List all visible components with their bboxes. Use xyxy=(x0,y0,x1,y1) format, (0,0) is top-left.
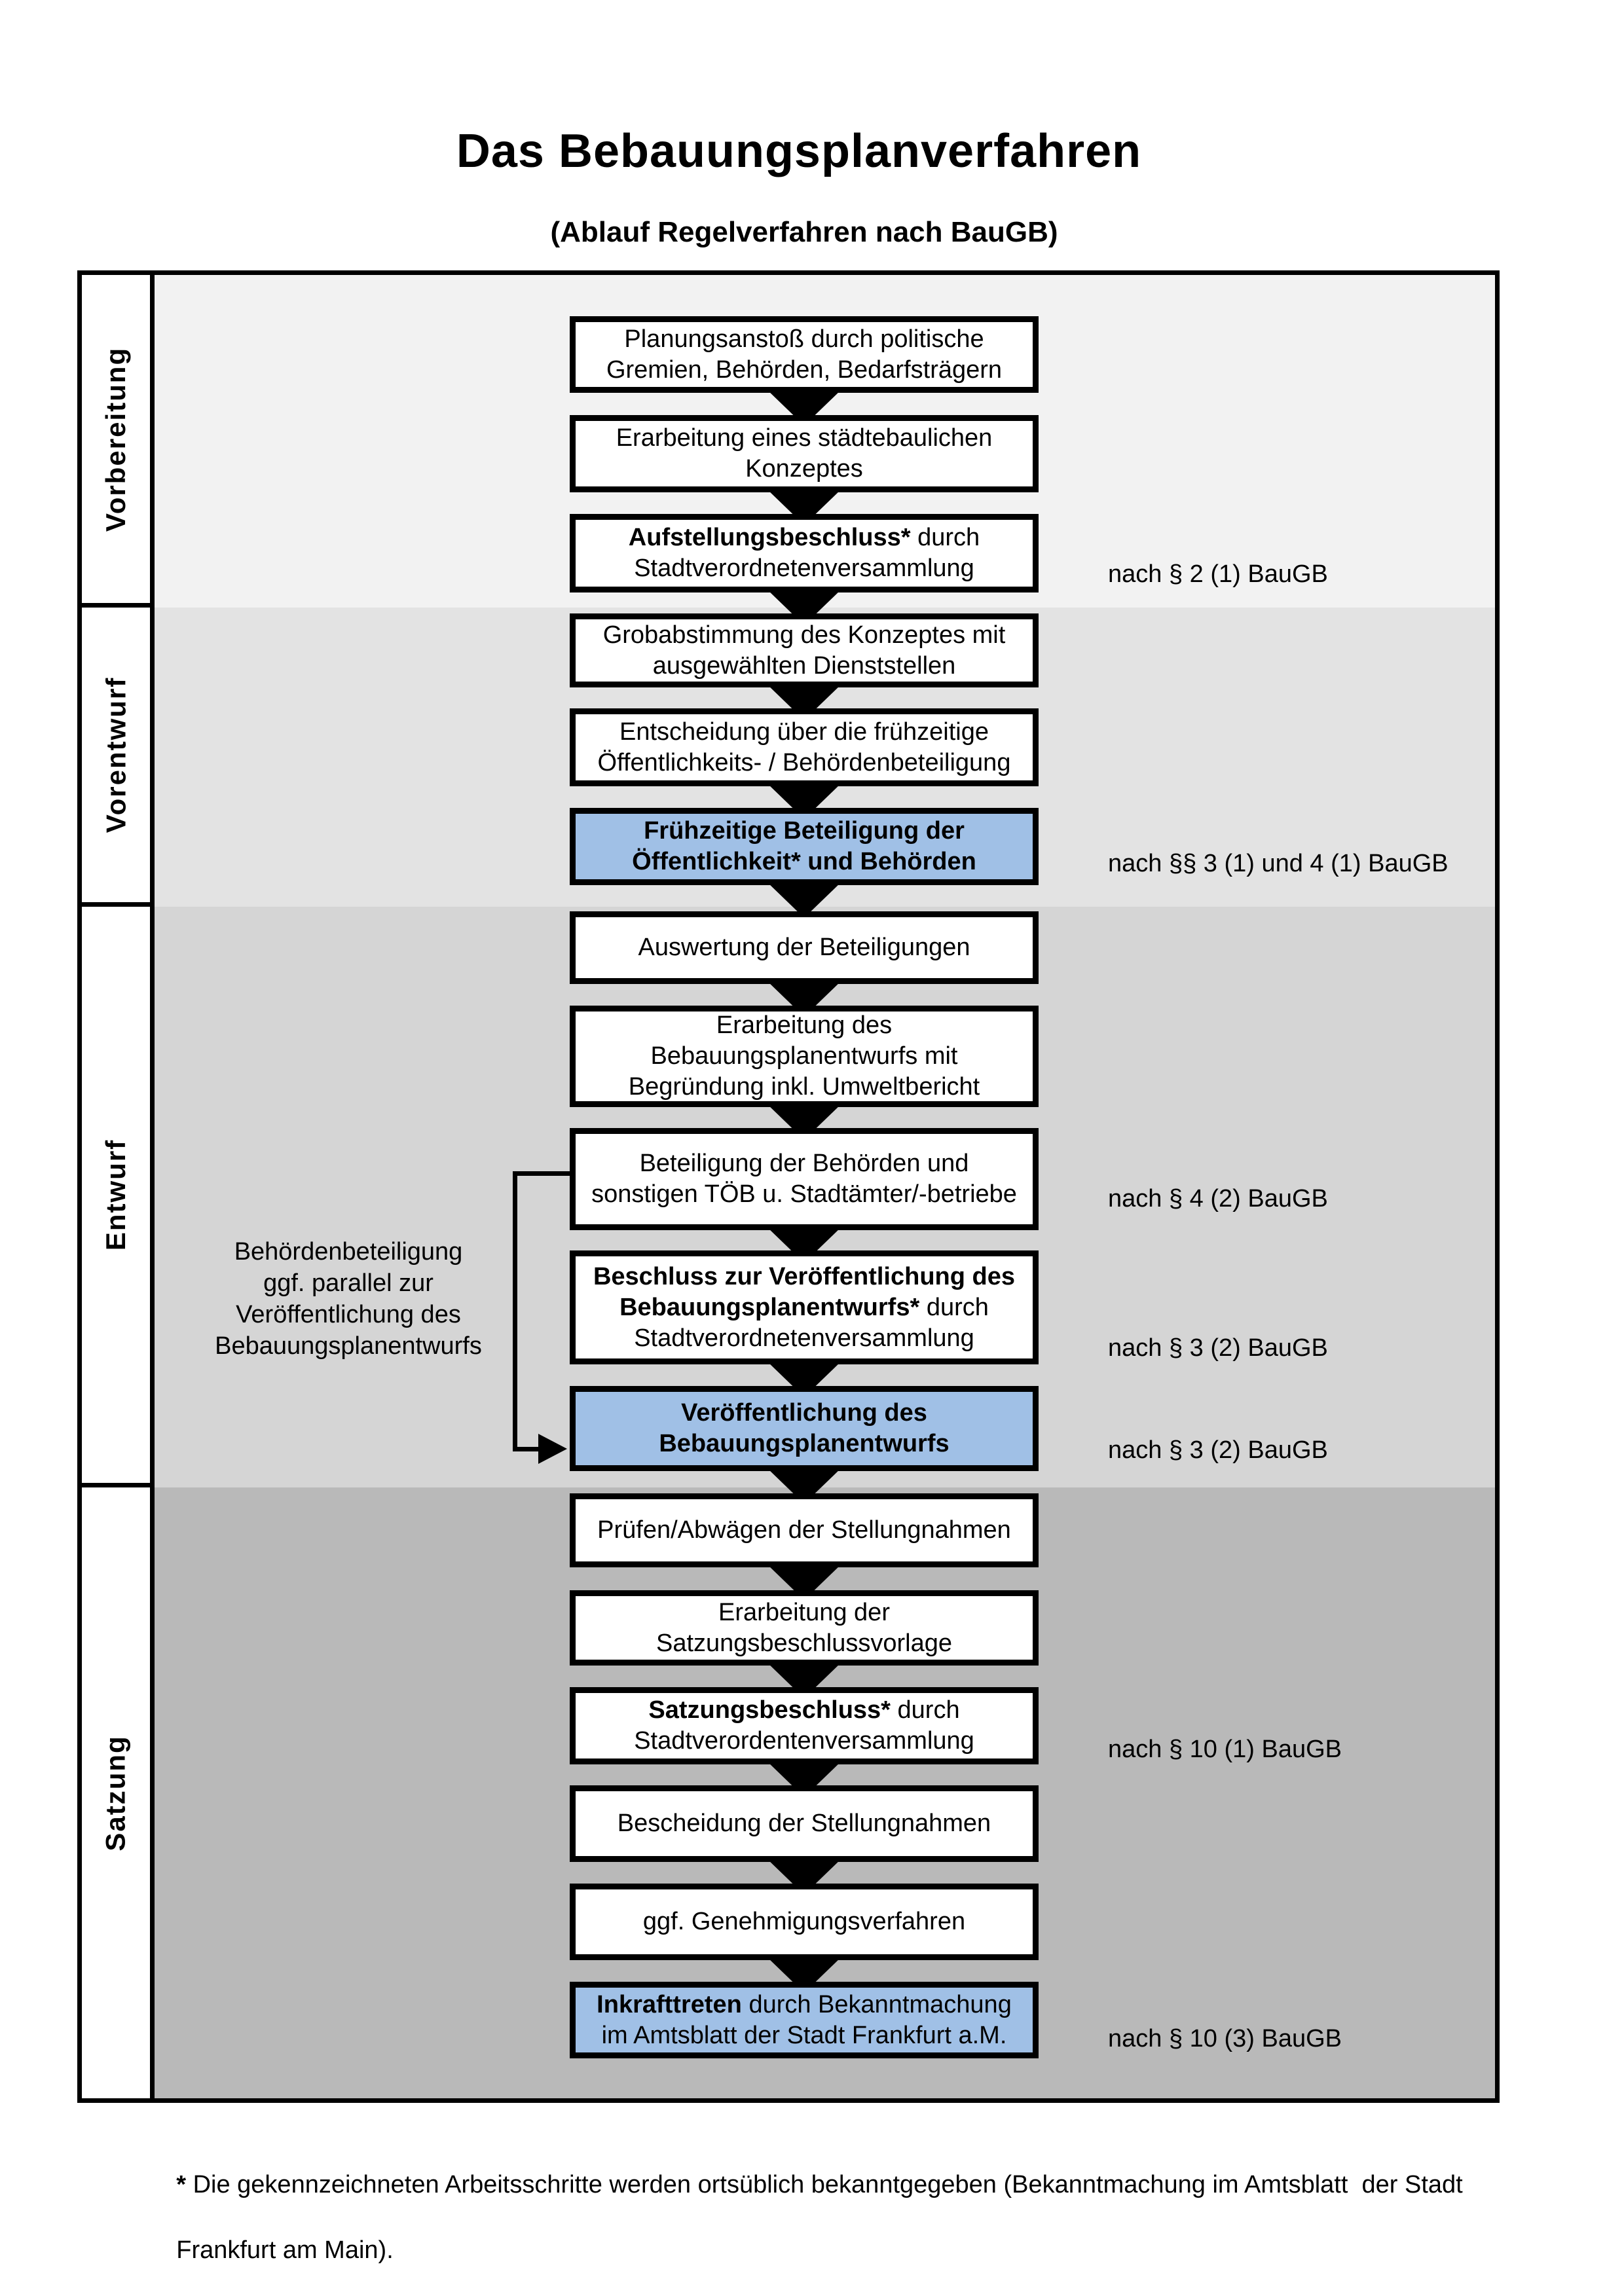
box-line: Veröffentlichung des xyxy=(681,1399,927,1427)
box-line: Prüfen/Abwägen der Stellungnahmen xyxy=(597,1516,1011,1544)
footnote-text: Die gekennzeichneten Arbeitsschritte wer… xyxy=(186,2171,1463,2198)
box-line: Öffentlichkeits- / Behördenbeteiligung xyxy=(597,748,1011,776)
flow-box-inkrafttreten: Inkrafttreten durch Bekanntmachung im Am… xyxy=(570,1982,1039,2058)
flow-box-behoerdenbeteiligung-toeb: Beteiligung der Behörden und sonstigen T… xyxy=(570,1128,1039,1230)
law-reference: nach § 3 (2) BauGB xyxy=(1108,1436,1328,1464)
box-line: ausgewählten Dienststellen xyxy=(652,651,956,680)
flow-box-veroeffentlichung-entwurf: Veröffentlichung des Bebauungsplanentwur… xyxy=(570,1386,1039,1471)
bold-run: Inkrafttreten xyxy=(597,1990,742,2018)
side-note-line: ggf. parallel zur xyxy=(263,1269,434,1297)
flow-box-grobabstimmung: Grobabstimmung des Konzeptes mit ausgewä… xyxy=(570,613,1039,687)
text-run: durch xyxy=(919,1293,989,1321)
text-run: durch Bekanntmachung xyxy=(741,1990,1012,2018)
box-line: Stadtverordnetenversammlung xyxy=(634,555,974,582)
bracket-line-bottom xyxy=(513,1447,543,1451)
bold-run: Beschluss zur Veröffentlichung des xyxy=(593,1262,1016,1290)
flow-box-entscheidung-fruehzeitige-beteiligung: Entscheidung über die frühzeitige Öffent… xyxy=(570,708,1039,786)
box-line: Öffentlichkeit* und Behörden xyxy=(632,848,976,875)
box-line: im Amtsblatt der Stadt Frankfurt a.M. xyxy=(601,2021,1007,2049)
box-line: Auswertung der Beteiligungen xyxy=(638,934,970,961)
flow-box-fruehzeitige-beteiligung: Frühzeitige Beteiligung der Öffentlichke… xyxy=(570,808,1039,885)
phase-cell-satzung: Satzung xyxy=(82,1487,150,2098)
side-note-line: Bebauungsplanentwurfs xyxy=(215,1332,482,1360)
diagram-frame: Vorbereitung Vorentwurf Entwurf Satzung … xyxy=(77,270,1500,2103)
law-reference: nach § 4 (2) BauGB xyxy=(1108,1185,1328,1212)
law-reference: nach §§ 3 (1) und 4 (1) BauGB xyxy=(1108,850,1449,877)
box-line: Gremien, Behörden, Bedarfsträgern xyxy=(606,355,1003,384)
box-line: Erarbeitung des xyxy=(716,1011,893,1039)
side-note-line: Veröffentlichung des xyxy=(236,1301,461,1328)
flow-box-staedtebauliches-konzept: Erarbeitung eines städtebaulichen Konzep… xyxy=(570,415,1039,492)
flow-box-aufstellungsbeschluss: Aufstellungsbeschluss* durch Stadtverord… xyxy=(570,514,1039,592)
phase-label-column: Vorbereitung Vorentwurf Entwurf Satzung xyxy=(82,275,155,2098)
flow-box-satzungsbeschluss: Satzungsbeschluss* durch Stadtverordente… xyxy=(570,1687,1039,1764)
flow-box-erarbeitung-satzungsvorlage: Erarbeitung der Satzungsbeschlussvorlage xyxy=(570,1590,1039,1666)
box-line: Begründung inkl. Umweltbericht xyxy=(628,1073,980,1101)
box-line: Konzeptes xyxy=(745,455,863,483)
flow-box-pruefen-abwaegen: Prüfen/Abwägen der Stellungnahmen xyxy=(570,1493,1039,1567)
phase-cell-vorbereitung: Vorbereitung xyxy=(82,275,150,608)
flow-box-erarbeitung-bebauungsplanentwurf: Erarbeitung des Bebauungsplanentwurfs mi… xyxy=(570,1006,1039,1107)
page-subtitle: (Ablauf Regelverfahren nach BauGB) xyxy=(550,216,1058,248)
bold-run: Bebauungsplanentwurfs* xyxy=(619,1293,920,1321)
box-line: Grobabstimmung des Konzeptes mit xyxy=(602,621,1006,649)
box-line: Frühzeitige Beteiligung der xyxy=(644,817,965,845)
phase-label-entwurf: Entwurf xyxy=(100,1139,131,1251)
box-line: Stadtverordnetenversammlung xyxy=(634,1324,974,1352)
footnote: * Die gekennzeichneten Arbeitsschritte w… xyxy=(149,2136,1530,2296)
box-line: Bebauungsplanentwurfs* durch xyxy=(619,1292,989,1323)
box-line: Inkrafttreten durch Bekanntmachung xyxy=(597,1990,1012,2020)
box-line: Entscheidung über die frühzeitige xyxy=(619,718,989,746)
box-line: Erarbeitung eines städtebaulichen xyxy=(616,424,993,452)
phase-label-vorbereitung: Vorbereitung xyxy=(100,346,132,532)
phase-label-satzung: Satzung xyxy=(100,1734,132,1851)
box-line: ggf. Genehmigungsverfahren xyxy=(642,1908,966,1935)
text-run: durch xyxy=(910,524,980,551)
side-note: Behördenbeteiligung ggf. parallel zur Ve… xyxy=(188,1236,509,1362)
bold-run: Satzungsbeschluss* xyxy=(648,1696,891,1724)
phase-cell-entwurf: Entwurf xyxy=(82,907,150,1487)
law-reference: nach § 2 (1) BauGB xyxy=(1108,560,1328,588)
bold-run: Aufstellungsbeschluss* xyxy=(628,524,911,551)
box-line: Bebauungsplanentwurfs mit xyxy=(650,1042,958,1070)
box-line: Beteiligung der Behörden und xyxy=(639,1150,969,1177)
box-line: Erarbeitung der xyxy=(718,1598,890,1626)
text-run: durch xyxy=(890,1696,960,1724)
bracket-line-vertical xyxy=(513,1171,517,1451)
box-line: Bescheidung der Stellungnahmen xyxy=(617,1810,991,1837)
phase-cell-vorentwurf: Vorentwurf xyxy=(82,608,150,907)
bracket-line-top xyxy=(513,1171,570,1176)
flow-box-genehmigungsverfahren: ggf. Genehmigungsverfahren xyxy=(570,1884,1039,1960)
box-line: Planungsanstoß durch politische xyxy=(624,325,984,353)
box-line: sonstigen TÖB u. Stadtämter/-betriebe xyxy=(591,1180,1017,1208)
flow-box-auswertung-beteiligungen: Auswertung der Beteiligungen xyxy=(570,911,1039,984)
box-line: Satzungsbeschlussvorlage xyxy=(655,1629,953,1657)
footnote-text: Frankfurt am Main). xyxy=(176,2236,394,2264)
side-note-line: Behördenbeteiligung xyxy=(234,1238,463,1266)
law-reference: nach § 10 (1) BauGB xyxy=(1108,1736,1342,1763)
law-reference: nach § 3 (2) BauGB xyxy=(1108,1334,1328,1362)
law-reference: nach § 10 (3) BauGB xyxy=(1108,2025,1342,2052)
flow-box-bescheidung-stellungnahmen: Bescheidung der Stellungnahmen xyxy=(570,1785,1039,1862)
flow-box-planungsanstoss: Planungsanstoß durch politische Gremien,… xyxy=(570,316,1039,393)
flow-box-beschluss-veroeffentlichung: Beschluss zur Veröffentlichung des Bebau… xyxy=(570,1250,1039,1364)
box-line: Aufstellungsbeschluss* durch xyxy=(629,522,980,553)
box-line: Bebauungsplanentwurfs xyxy=(659,1430,950,1457)
page-title: Das Bebauungsplanverfahren xyxy=(456,125,1142,177)
box-line: Beschluss zur Veröffentlichung des xyxy=(593,1262,1015,1292)
box-line: Satzungsbeschluss* durch xyxy=(648,1695,959,1726)
footnote-marker: * xyxy=(176,2171,187,2198)
arrow-right-icon xyxy=(538,1434,567,1464)
phase-label-vorentwurf: Vorentwurf xyxy=(100,676,131,833)
box-line: Stadtverordentenversammlung xyxy=(634,1727,974,1755)
